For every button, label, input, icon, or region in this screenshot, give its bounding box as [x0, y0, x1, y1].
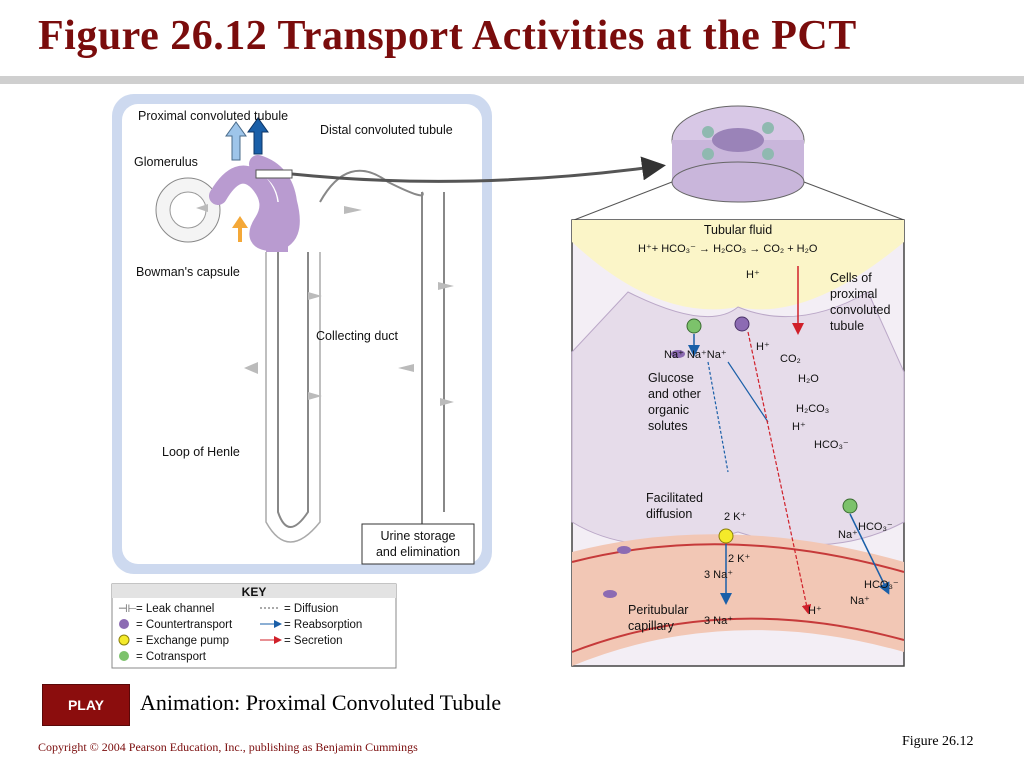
svg-text:CO₂: CO₂: [780, 353, 801, 365]
slide-title: Figure 26.12 Transport Activities at the…: [38, 13, 857, 59]
label-peritubular-1: Peritubular: [628, 603, 688, 617]
label-glucose-3: organic: [648, 403, 689, 417]
label-urine-1: Urine storage: [380, 529, 455, 543]
key-legend: KEY ⊣⊢ = Leak channel = Countertransport…: [111, 583, 397, 669]
key-diffusion: = Diffusion: [284, 603, 338, 615]
animation-caption: Animation: Proximal Convoluted Tubule: [140, 690, 502, 715]
key-counter: = Countertransport: [136, 619, 233, 631]
svg-text:H⁺: H⁺: [746, 269, 760, 281]
svg-text:2 K⁺: 2 K⁺: [724, 511, 747, 523]
title-divider: [0, 76, 1024, 84]
svg-text:HCO₃⁻: HCO₃⁻: [814, 439, 849, 451]
svg-text:H⁺: H⁺: [808, 605, 822, 617]
key-cotransport: = Cotransport: [136, 651, 207, 663]
svg-text:H₂O: H₂O: [798, 373, 819, 385]
label-peritubular-2: capillary: [628, 619, 675, 633]
label-facilitated-1: Facilitated: [646, 491, 703, 505]
svg-text:HCO₃⁻: HCO₃⁻: [858, 521, 893, 533]
svg-text:Na⁺ Na⁺Na⁺: Na⁺ Na⁺Na⁺: [664, 349, 727, 361]
label-collecting-duct: Collecting duct: [316, 329, 399, 343]
label-urine-2: and elimination: [376, 545, 460, 559]
svg-text:Na⁺: Na⁺: [838, 529, 858, 541]
tubule-cross-section: [573, 105, 905, 221]
svg-text:H₂CO₃: H₂CO₃: [796, 403, 829, 415]
key-title: KEY: [242, 585, 267, 599]
label-bowman: Bowman's capsule: [136, 265, 240, 279]
svg-text:3 Na⁺: 3 Na⁺: [704, 569, 733, 581]
svg-text:H⁺: H⁺: [792, 421, 806, 433]
cell-detail-panel: Tubular fluid H⁺+ HCO₃⁻ → H₂CO₃ → CO₂ + …: [571, 219, 905, 667]
figure-reference: Figure 26.12: [902, 734, 974, 749]
svg-text:H⁺+ HCO₃⁻ → H₂CO₃ → CO₂ + H₂O: H⁺+ HCO₃⁻ → H₂CO₃ → CO₂ + H₂O: [638, 243, 818, 255]
nephron-panel: Proximal convoluted tubule Distal convol…: [112, 94, 666, 574]
label-cells-3: convoluted: [830, 303, 891, 317]
label-glucose-2: and other: [648, 387, 701, 401]
key-reabsorption: = Reabsorption: [284, 619, 362, 631]
label-cells-2: proximal: [830, 287, 877, 301]
svg-text:2 K⁺: 2 K⁺: [728, 553, 751, 565]
copyright-text: Copyright © 2004 Pearson Education, Inc.…: [38, 740, 418, 754]
glomerulus-shape: [155, 177, 221, 243]
play-button[interactable]: PLAY: [42, 684, 130, 726]
label-glucose-1: Glucose: [648, 371, 694, 385]
key-exchange: = Exchange pump: [136, 635, 229, 647]
label-glucose-4: solutes: [648, 419, 688, 433]
label-facilitated-2: diffusion: [646, 507, 692, 521]
label-loop: Loop of Henle: [162, 445, 240, 459]
svg-text:HCO₃⁻: HCO₃⁻: [864, 579, 899, 591]
key-leak: = Leak channel: [136, 603, 214, 615]
key-secretion: = Secretion: [284, 635, 343, 647]
label-pct: Proximal convoluted tubule: [138, 109, 288, 123]
pct-tubule-shape: [209, 155, 300, 252]
label-cells-1: Cells of: [830, 271, 872, 285]
svg-text:⊣⊢: ⊣⊢: [118, 603, 137, 615]
svg-text:Na⁺: Na⁺: [850, 595, 870, 607]
svg-text:H⁺: H⁺: [756, 341, 770, 353]
label-glomerulus: Glomerulus: [134, 155, 198, 169]
label-tubular-fluid: Tubular fluid: [704, 223, 772, 237]
svg-text:3 Na⁺: 3 Na⁺: [704, 615, 733, 627]
label-dct: Distal convoluted tubule: [320, 123, 453, 137]
label-cells-4: tubule: [830, 319, 864, 333]
figure-transport-pct: Proximal convoluted tubule Distal convol…: [108, 92, 908, 672]
